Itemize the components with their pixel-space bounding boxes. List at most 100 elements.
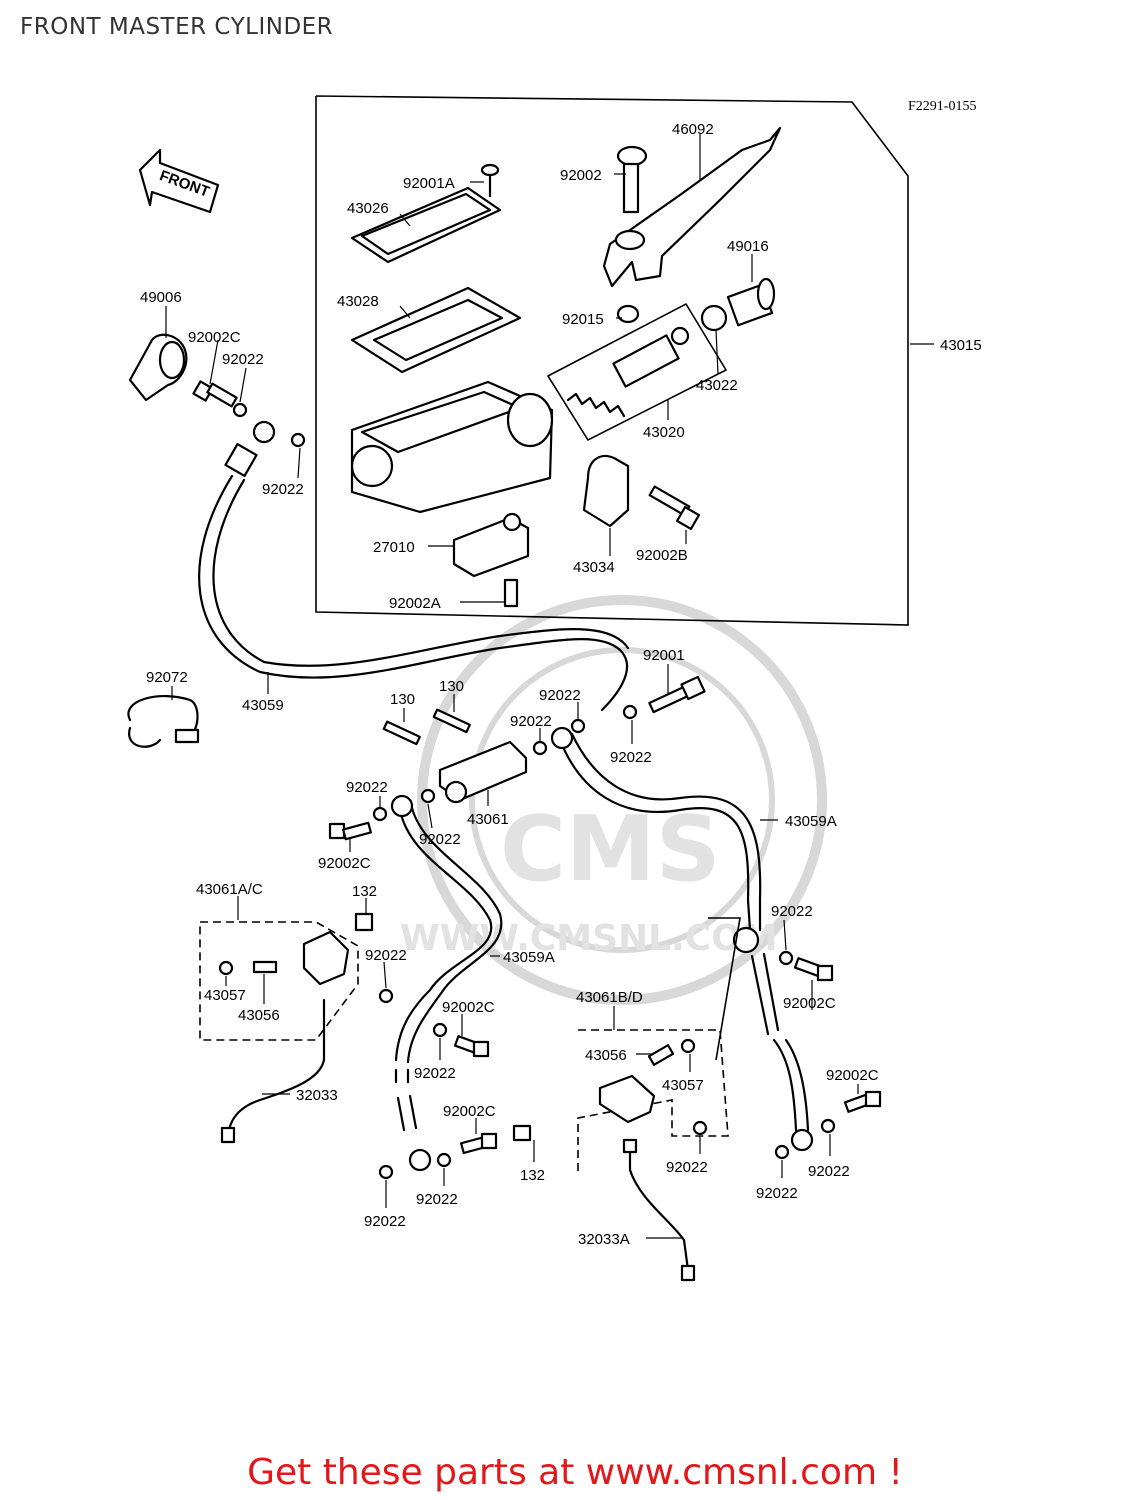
switch-screw-icon — [503, 578, 519, 608]
part-label: 32033 — [296, 1087, 338, 1104]
part-label: 43015 — [940, 337, 982, 354]
part-label: 32033A — [578, 1231, 630, 1248]
part-label: 132 — [520, 1167, 545, 1184]
union-bolt-icon — [328, 821, 372, 841]
part-label: 92002C — [318, 855, 371, 872]
part-label: 92022 — [771, 903, 813, 920]
part-label: 130 — [439, 678, 464, 695]
washer-icon — [290, 432, 306, 448]
part-label: 49016 — [727, 238, 769, 255]
watermark: CMS WWW.CMSNL.COM — [400, 595, 827, 1005]
watermark-url: WWW.CMSNL.COM — [400, 918, 778, 959]
pivot-nut-icon — [616, 304, 640, 324]
cap-screw-icon — [480, 163, 500, 198]
part-label: 92022 — [419, 831, 461, 848]
part-label: 92002B — [636, 547, 688, 564]
part-labels: 92001A 43026 43028 92002 46092 49016 920… — [140, 121, 982, 1248]
part-label: 43028 — [337, 293, 379, 310]
part-label: 92022 — [365, 947, 407, 964]
clamp-bolt-icon — [648, 485, 701, 531]
part-label: 92001 — [643, 647, 685, 664]
union-bolt-lower-icon — [453, 1035, 498, 1155]
part-label: 92022 — [414, 1065, 456, 1082]
union-bolt-right-icon — [648, 675, 706, 714]
right-fitting-box — [577, 1029, 729, 1172]
part-label: 43061B/D — [576, 989, 643, 1006]
part-label: 92022 — [364, 1213, 406, 1230]
part-label: 43056 — [238, 1007, 280, 1024]
part-label: 92022 — [808, 1163, 850, 1180]
part-label: 43056 — [585, 1047, 627, 1064]
union-bolt-top-icon — [192, 380, 238, 408]
diaphragm-icon — [350, 286, 522, 374]
pivot-bolt-icon — [616, 145, 648, 214]
washer-icon — [622, 704, 638, 720]
brake-hose-left-icon — [394, 808, 493, 1062]
piston-kit-icon — [546, 302, 728, 442]
part-label: 43020 — [643, 424, 685, 441]
part-label: 92002C — [826, 1067, 879, 1084]
part-label: 92022 — [510, 713, 552, 730]
part-label: 92002A — [389, 595, 441, 612]
part-label: 43026 — [347, 200, 389, 217]
caliper-fitting-left-icon — [218, 912, 374, 986]
part-label: 46092 — [672, 121, 714, 138]
reservoir-cap-icon — [350, 186, 502, 264]
page-title: FRONT MASTER CYLINDER — [20, 14, 334, 40]
banjo-fitting-icon — [224, 420, 276, 477]
handlebar-clamp-icon — [582, 454, 630, 528]
hose-joint-right-icon — [732, 926, 760, 954]
brake-light-switch-icon — [452, 512, 530, 578]
master-cylinder-body-icon — [350, 380, 554, 514]
part-label: 92002C — [443, 1103, 496, 1120]
watermark-brand: CMS — [500, 797, 720, 902]
left-fitting-box — [199, 921, 359, 1041]
part-label: 92022 — [346, 779, 388, 796]
part-label: 43057 — [204, 987, 246, 1004]
part-label: 92022 — [610, 749, 652, 766]
part-label: 92022 — [416, 1191, 458, 1208]
part-label: 92022 — [539, 687, 581, 704]
part-label: 43061 — [467, 811, 509, 828]
part-label: 92015 — [562, 311, 604, 328]
hose-joint-icon — [438, 740, 528, 804]
brake-lever-icon — [602, 126, 782, 288]
reservoir-boot-icon — [128, 333, 188, 402]
caliper-fitting-right-icon — [512, 1038, 696, 1142]
part-label: 43034 — [573, 559, 615, 576]
figure-code: F2291-0155 — [908, 99, 976, 114]
front-arrow-icon: FRONT — [138, 148, 220, 214]
part-label: 92072 — [146, 669, 188, 686]
part-label: 92022 — [756, 1185, 798, 1202]
brake-hose-icon — [198, 474, 628, 712]
part-label: 92002C — [188, 329, 241, 346]
footer-link-text[interactable]: Get these parts at www.cmsnl.com ! — [247, 1452, 903, 1493]
joint-bolt-icon — [382, 708, 471, 746]
part-label: 92022 — [666, 1159, 708, 1176]
leader-lines — [165, 134, 934, 1239]
part-label: 92002C — [783, 995, 836, 1012]
part-label: 92002C — [442, 999, 495, 1016]
brake-pipe-right-icon — [628, 1148, 690, 1272]
circlip-icon — [700, 304, 728, 332]
washer-icon — [378, 988, 394, 1004]
hose-lower-left-icon — [396, 1094, 418, 1132]
washer-icon — [372, 806, 388, 822]
washer-icon — [692, 1120, 708, 1136]
part-label: 132 — [352, 883, 377, 900]
part-label: 43057 — [662, 1077, 704, 1094]
part-label: 49006 — [140, 289, 182, 306]
washer-icon — [232, 402, 248, 418]
part-label: 43059A — [503, 949, 555, 966]
washer-icon — [532, 740, 548, 756]
part-label: 27010 — [373, 539, 415, 556]
part-label: 92001A — [403, 175, 455, 192]
dust-boot-icon — [726, 277, 776, 327]
part-label: 43061A/C — [196, 881, 263, 898]
part-label: 43059 — [242, 697, 284, 714]
part-label: 43022 — [696, 377, 738, 394]
part-label: 92002 — [560, 167, 602, 184]
assembly-frame — [315, 95, 909, 626]
part-label: 43059A — [785, 813, 837, 830]
